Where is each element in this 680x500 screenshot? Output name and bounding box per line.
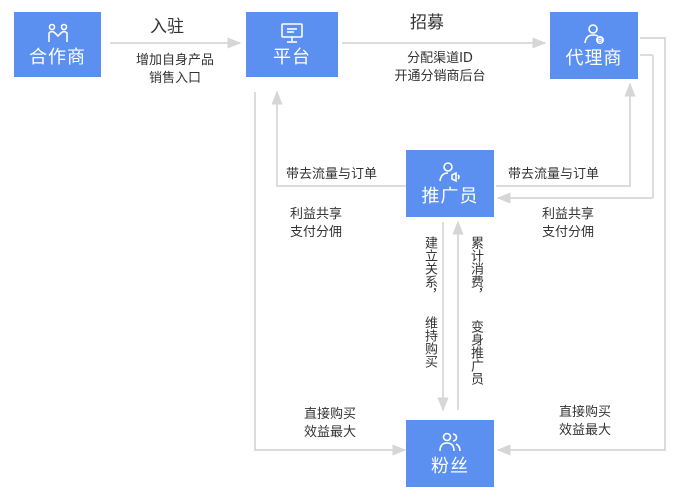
node-fans: 粉丝: [406, 420, 494, 487]
node-partner-label: 合作商: [29, 46, 86, 68]
node-promoter: 推广员: [406, 150, 494, 217]
label-promoter-agent-line2b: 支付分佣: [542, 225, 595, 240]
label-promoter-fans-col2: 维持购买: [422, 316, 437, 368]
label-promoter-platform-line2b: 支付分佣: [290, 225, 343, 240]
label-fans-promoter-col1: 累计消费，: [468, 236, 483, 301]
node-partner: 合作商: [14, 12, 101, 77]
monitor-icon: [281, 22, 303, 43]
arrow-promoter-platform: [271, 90, 406, 187]
label-fans-promoter-col2: 变身推广员: [468, 320, 483, 385]
node-fans-label: 粉丝: [431, 455, 469, 477]
label-promoter-agent-line1: 带去流量与订单: [508, 167, 600, 182]
label-platform-agent-title: 招募: [410, 13, 444, 33]
arrow-agent-fans: [496, 37, 666, 456]
node-agent: B 代理商: [550, 12, 638, 79]
arrow-promoter-agent: [496, 82, 636, 187]
label-agent-fans-line1: 直接购买: [558, 405, 611, 420]
label-platform-agent-line2: 开通分销商后台: [394, 69, 486, 84]
label-partner-platform-title: 入驻: [150, 17, 184, 37]
node-promoter-label: 推广员: [421, 185, 479, 207]
label-promoter-platform-line1: 带去流量与订单: [286, 167, 378, 182]
user-badge-icon: B: [584, 23, 604, 44]
label-promoter-platform-line2a: 利益共享: [290, 207, 343, 222]
svg-text:B: B: [598, 37, 602, 44]
node-platform: 平台: [246, 12, 338, 77]
handshake-people-icon: [47, 23, 68, 42]
label-partner-platform-line1: 增加自身产品: [135, 53, 214, 68]
label-agent-fans-line2: 效益最大: [558, 423, 611, 438]
label-promoter-fans-col1: 建立关系，: [422, 236, 437, 301]
node-agent-label: 代理商: [565, 47, 623, 69]
users-icon: [439, 432, 461, 451]
label-promoter-agent-line2a: 利益共享: [542, 207, 595, 222]
label-platform-fans-line1: 直接购买: [303, 407, 356, 422]
node-platform-label: 平台: [273, 46, 311, 68]
label-platform-agent-line1: 分配渠道ID: [407, 51, 473, 66]
label-partner-platform-line2: 销售入口: [148, 71, 201, 86]
user-megaphone-icon: [439, 161, 460, 182]
label-platform-fans-line2: 效益最大: [303, 425, 356, 440]
arrow-platform-fans: [254, 92, 407, 456]
